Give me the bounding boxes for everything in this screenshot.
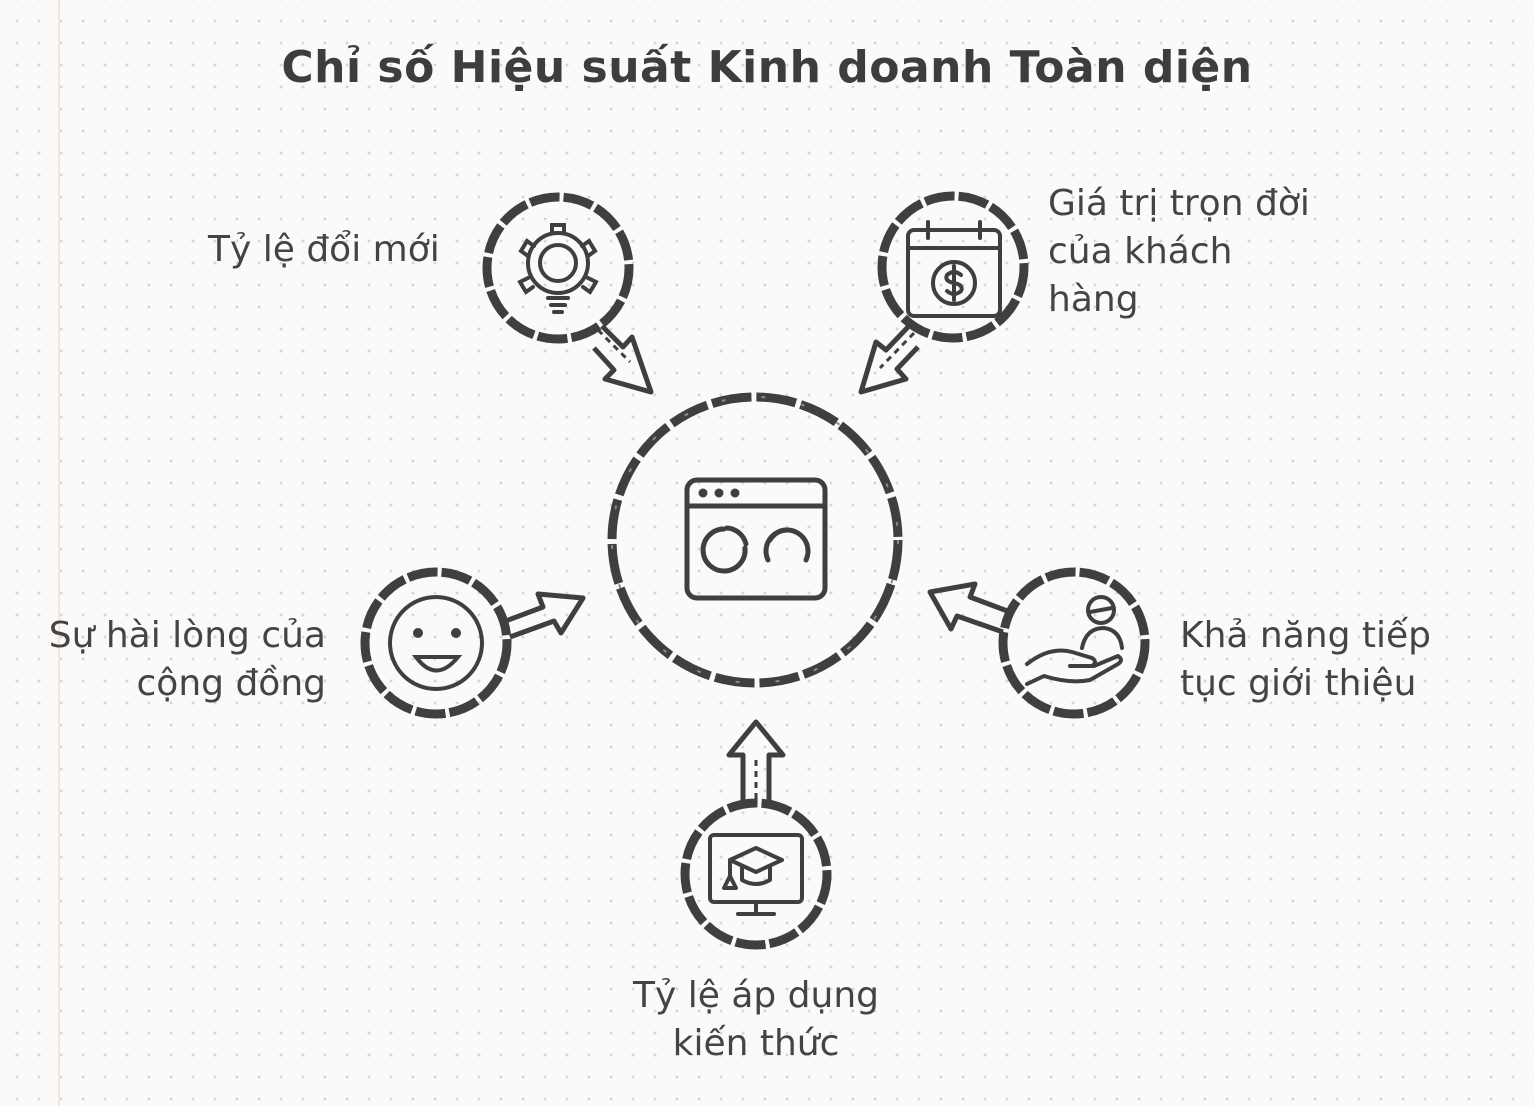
hand-person-icon (1025, 595, 1124, 686)
label-line: hàng (1048, 279, 1139, 320)
community-satisfaction-arrow (502, 591, 586, 640)
referral-likelihood-node (998, 567, 1150, 719)
knowledge-adoption-arrow (726, 719, 786, 805)
label-line: Giá trị trọn đời (1048, 183, 1310, 224)
label-community-satisfaction: Sự hài lòng của cộng đồng (49, 612, 326, 708)
dashboard-gauges-icon (684, 477, 828, 601)
label-customer-lifetime-value: Giá trị trọn đời của khách hàng (1048, 180, 1310, 324)
notebook-margin-line (58, 0, 60, 1106)
label-line: Tỷ lệ đổi mới (208, 229, 440, 270)
smiley-face-icon (388, 595, 484, 691)
gear-lightbulb-icon (517, 223, 599, 314)
innovation-node (482, 192, 634, 344)
label-line: cộng đồng (136, 663, 326, 704)
label-knowledge-adoption: Tỷ lệ áp dụng kiến thức (556, 972, 956, 1068)
referral-likelihood-arrow (927, 581, 1011, 635)
label-line: kiến thức (672, 1023, 840, 1064)
knowledge-adoption-node (680, 798, 832, 950)
hub-circle (607, 392, 903, 688)
label-line: Tỷ lệ áp dụng (632, 975, 880, 1016)
diagram-title: Chỉ số Hiệu suất Kinh doanh Toàn diện (281, 42, 1253, 93)
label-innovation: Tỷ lệ đổi mới (208, 226, 440, 274)
customer-lifetime-value-node (877, 191, 1029, 343)
label-referral-likelihood: Khả năng tiếp tục giới thiệu (1180, 612, 1431, 708)
calendar-dollar-icon (906, 220, 1002, 318)
monitor-graduation-cap-icon (708, 833, 804, 916)
innovation-arrow (592, 324, 654, 395)
label-line: Khả năng tiếp (1180, 615, 1432, 656)
community-satisfaction-node (360, 567, 512, 719)
label-line: Sự hài lòng của (48, 615, 326, 656)
label-line: tục giới thiệu (1180, 663, 1417, 704)
customer-lifetime-value-arrow (858, 325, 920, 395)
label-line: của khách (1048, 231, 1233, 272)
